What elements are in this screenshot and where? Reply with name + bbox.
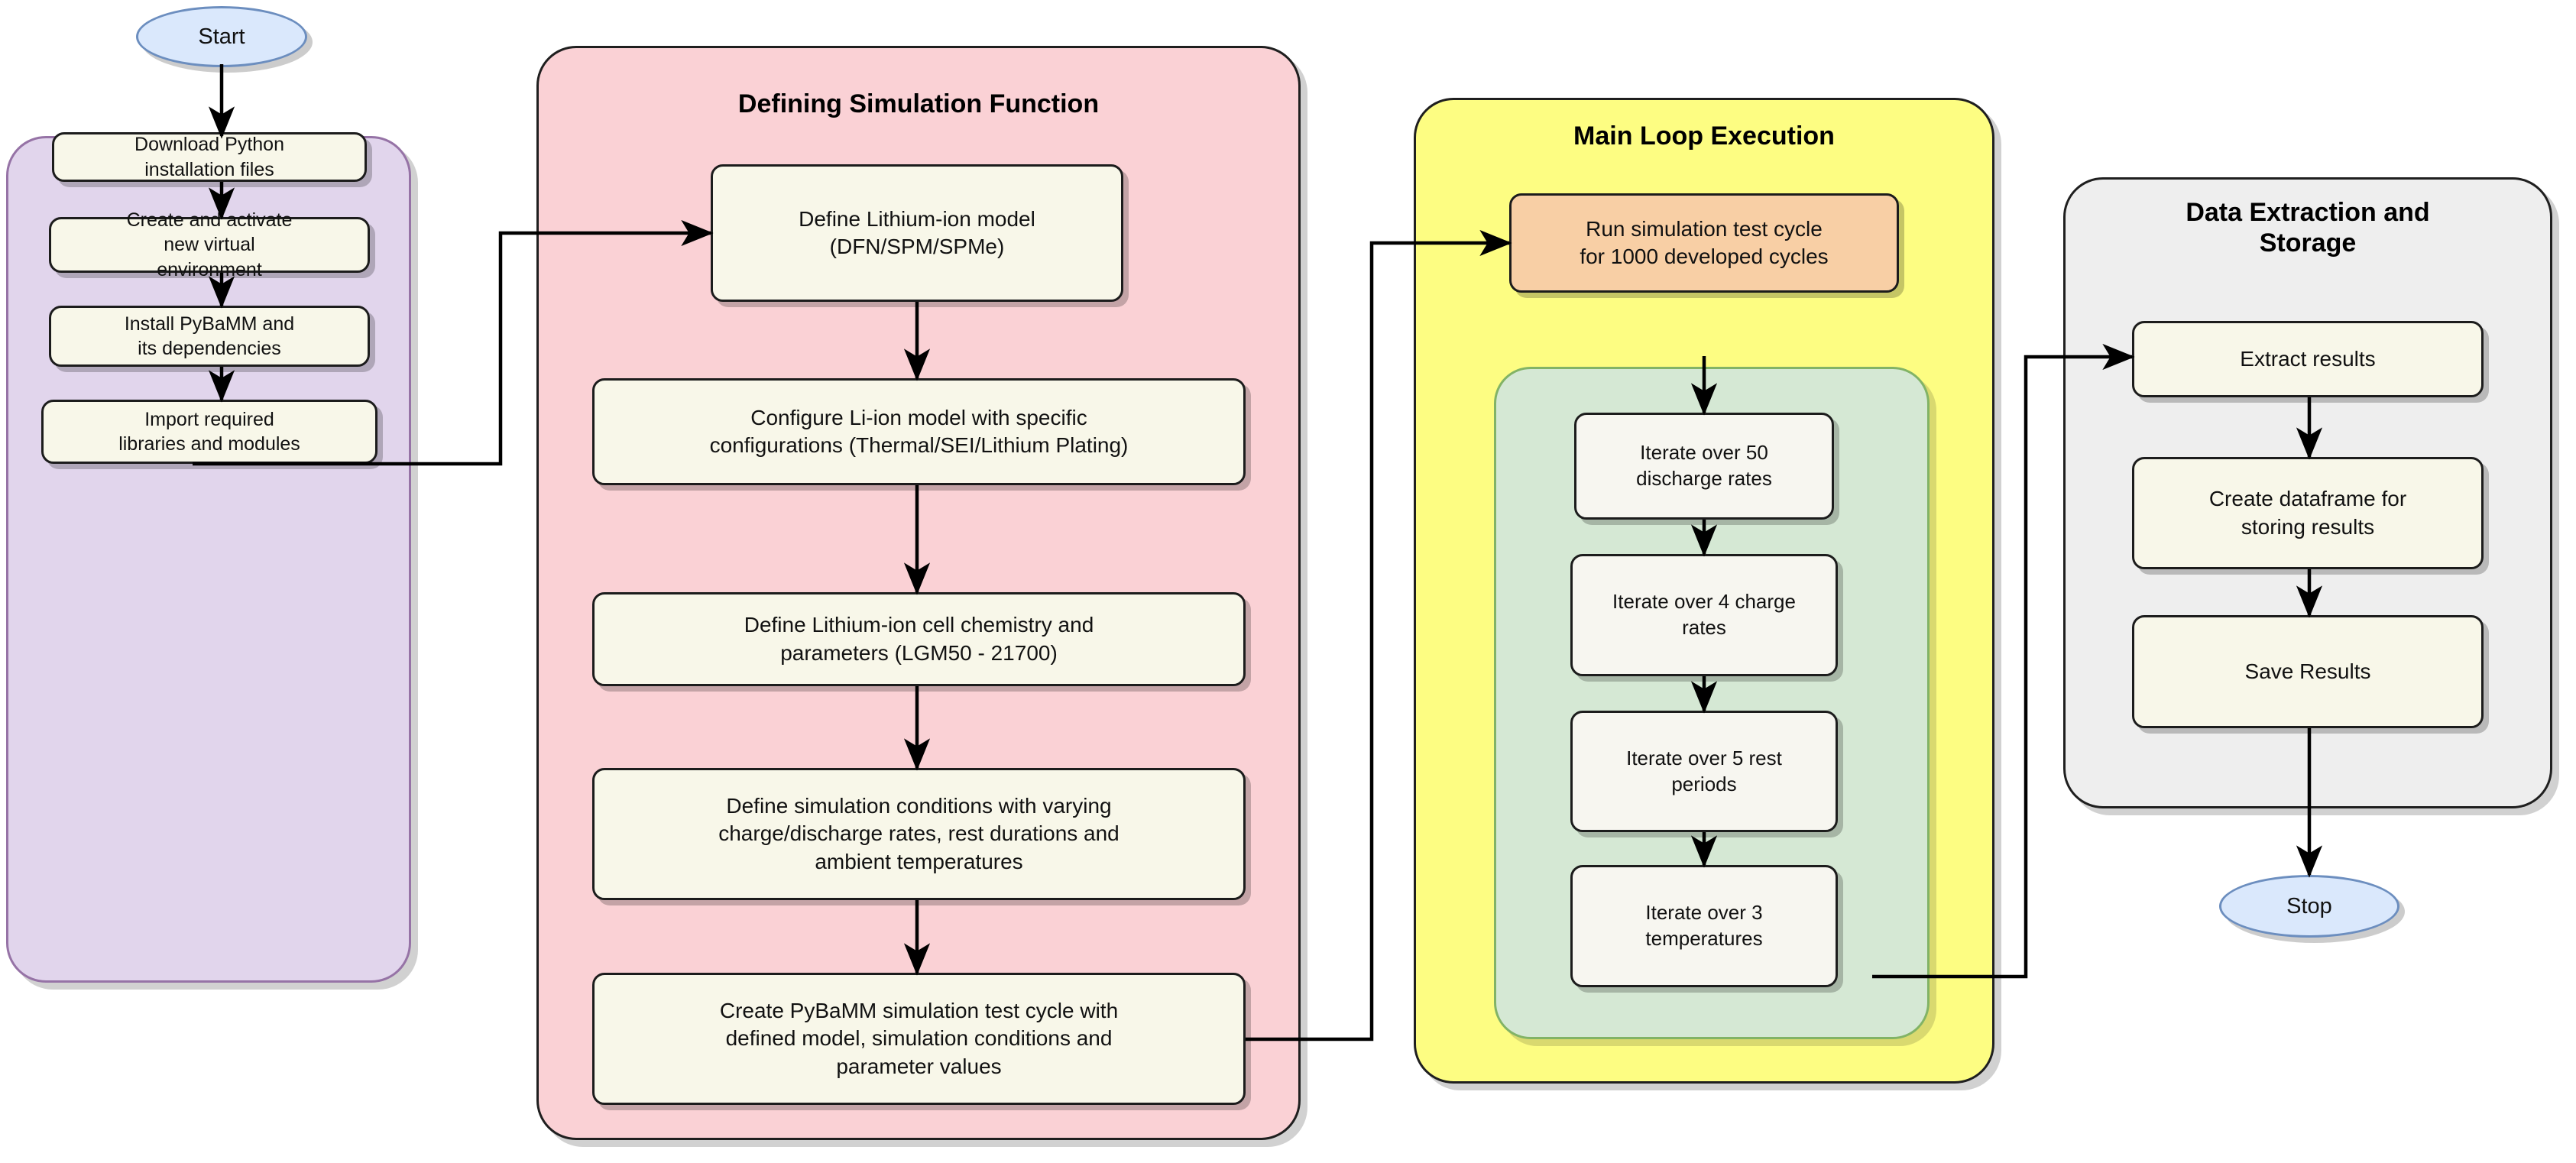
group-main-loop-execution-title: Main Loop Execution (1573, 121, 1835, 151)
node-iterate-over-5-rest-periods[interactable]: Iterate over 5 rest periods (1570, 711, 1838, 832)
node-iterate-over-4-charge-rates[interactable]: Iterate over 4 charge rates (1570, 554, 1838, 676)
node-download-python-installation-files[interactable]: Download Python installation files (52, 132, 367, 182)
node-define-lithium-ion-model[interactable]: Define Lithium-ion model (DFN/SPM/SPMe) (711, 164, 1123, 302)
node-define-simulation-conditions[interactable]: Define simulation conditions with varyin… (592, 768, 1246, 900)
terminator-start[interactable]: Start (136, 6, 307, 67)
node-create-activate-virtual-environment[interactable]: Create and activate new virtual environm… (49, 209, 370, 280)
node-create-pybamm-simulation-test-cycle[interactable]: Create PyBaMM simulation test cycle with… (592, 973, 1246, 1105)
node-define-cell-chemistry-parameters[interactable]: Define Lithium-ion cell chemistry and pa… (592, 592, 1246, 686)
node-create-dataframe-storing-results[interactable]: Create dataframe for storing results (2132, 457, 2484, 569)
node-iterate-over-50-discharge-rates[interactable]: Iterate over 50 discharge rates (1574, 413, 1834, 520)
node-extract-results[interactable]: Extract results (2132, 321, 2484, 397)
group-defining-simulation-function-title: Defining Simulation Function (737, 89, 1100, 118)
group-data-extraction-and-storage-title: Data Extraction and Storage (2186, 198, 2430, 258)
node-import-required-libraries[interactable]: Import required libraries and modules (41, 400, 377, 464)
terminator-stop[interactable]: Stop (2219, 875, 2399, 938)
node-install-pybamm-dependencies[interactable]: Install PyBaMM and its dependencies (49, 306, 370, 367)
node-save-results[interactable]: Save Results (2132, 615, 2484, 728)
node-run-simulation-test-cycle[interactable]: Run simulation test cycle for 1000 devel… (1509, 193, 1899, 293)
node-iterate-over-3-temperatures[interactable]: Iterate over 3 temperatures (1570, 865, 1838, 987)
node-configure-li-ion-model[interactable]: Configure Li-ion model with specific con… (592, 378, 1246, 485)
